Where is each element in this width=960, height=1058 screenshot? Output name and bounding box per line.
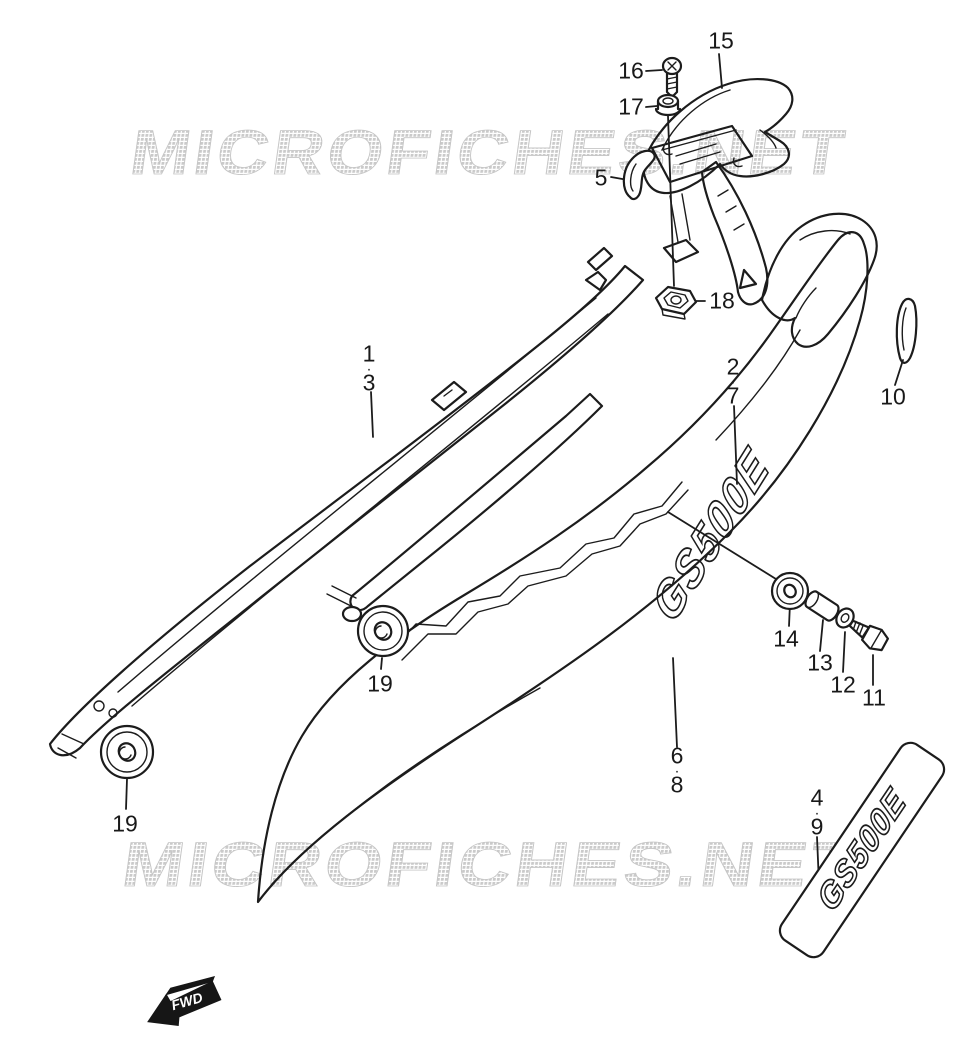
callout-3: 3 xyxy=(362,369,376,396)
callout-18: 18 xyxy=(709,287,735,314)
right-frame-cover: GS500E xyxy=(256,231,869,904)
right-cover-upper-hook xyxy=(760,212,878,348)
callout-2-7: 2 · 7 xyxy=(726,353,740,409)
grommet-19-left xyxy=(99,724,155,780)
callout-6-8: 6 · 8 xyxy=(670,742,684,798)
callout-1: 1 xyxy=(362,340,376,367)
callout-14: 14 xyxy=(773,625,799,652)
fwd-arrow: FWD xyxy=(147,975,222,1027)
callout-2: 2 xyxy=(726,353,740,380)
callout-13: 13 xyxy=(807,649,833,676)
watermark-bottom-text: MICROFICHES.NET xyxy=(118,830,864,900)
callout-17: 17 xyxy=(618,93,644,120)
tail-cover-assembly xyxy=(642,77,794,306)
washer-12 xyxy=(835,607,855,629)
callout-separator: · xyxy=(814,804,820,822)
callout-8: 8 xyxy=(670,771,684,798)
callout-11: 11 xyxy=(862,684,886,711)
nut-18 xyxy=(654,285,698,320)
callout-10: 10 xyxy=(880,383,906,410)
callout-7: 7 xyxy=(726,382,740,409)
spacer-13 xyxy=(804,590,840,622)
clip-5 xyxy=(622,149,656,201)
callout-15: 15 xyxy=(708,27,734,54)
callout-19-mid: 19 xyxy=(367,670,393,697)
callout-5: 5 xyxy=(594,164,608,191)
callout-6: 6 xyxy=(670,742,684,769)
cover-logo-graphic: GS500E xyxy=(642,436,779,633)
callout-9: 9 xyxy=(810,813,824,840)
screw-16 xyxy=(661,56,683,99)
callout-12: 12 xyxy=(830,671,856,698)
callout-19-left: 19 xyxy=(112,810,138,837)
callout-4: 4 xyxy=(810,784,824,811)
watermark-top-text: MICROFICHES.NET xyxy=(126,118,852,188)
bolt-11 xyxy=(848,619,889,652)
grommet-14 xyxy=(770,571,810,611)
callout-1-3: 1 · 3 xyxy=(362,340,376,396)
part-10-sliver xyxy=(895,297,918,364)
watermark-bottom: MICROFICHES.NET xyxy=(118,830,865,900)
callout-4-9: 4 · 9 xyxy=(810,784,824,840)
left-frame-cover xyxy=(48,246,645,759)
watermark-top: MICROFICHES.NET xyxy=(126,118,853,188)
grommet-17 xyxy=(654,93,682,117)
cover-logo-text: GS500E xyxy=(643,437,778,633)
callout-16: 16 xyxy=(618,57,644,84)
callout-separator: · xyxy=(366,360,372,378)
callout-separator: · xyxy=(730,373,736,391)
callout-separator: · xyxy=(674,762,680,780)
grommet-19-mid xyxy=(356,604,410,658)
